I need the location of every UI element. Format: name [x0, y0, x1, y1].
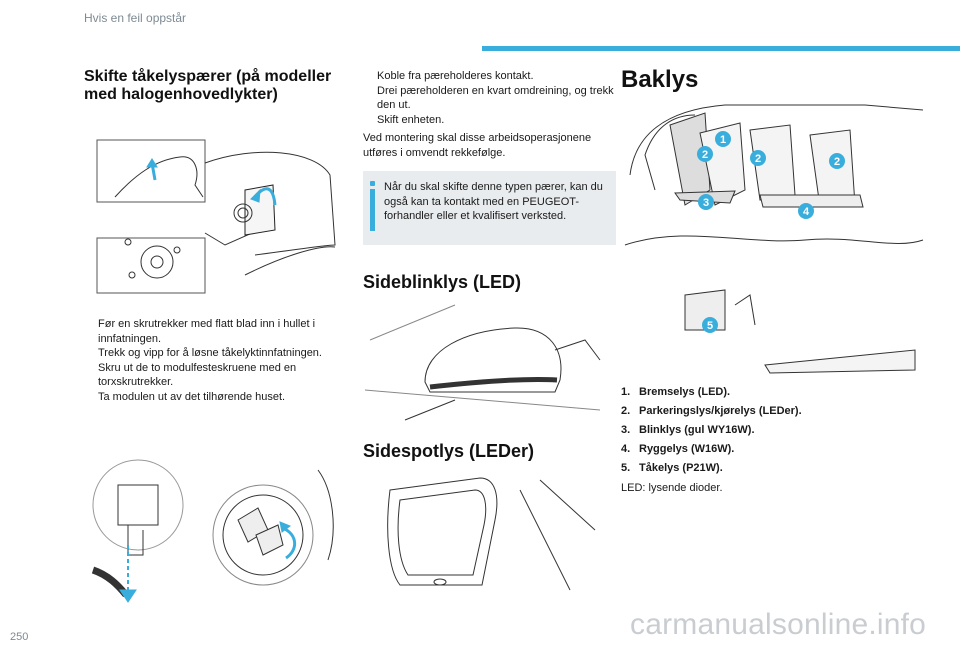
callout-3: 3: [703, 197, 709, 209]
callout-2c: 2: [834, 156, 840, 168]
fog-steps-list: Før en skrutrekker med flatt blad inn i …: [84, 317, 344, 404]
running-header: Hvis en feil oppstår: [84, 11, 187, 25]
rear-lights-title: Baklys: [621, 66, 699, 93]
rear-lights-legend: 1.Bremselys (LED). 2.Parkeringslys/kjøre…: [621, 383, 921, 478]
list-item: Trekk og vipp for å løsne tåkelyktinnfat…: [98, 347, 322, 359]
list-item: Skift enheten.: [377, 113, 445, 126]
list-item: Skru ut de to modulfesteskruene med en t…: [98, 361, 297, 389]
fog-section-title: Skifte tåkelyspærer (på modeller med hal…: [84, 68, 332, 103]
callout-markers: 1 2 2 2 3 4 5: [697, 131, 845, 333]
legend-item: 4.Ryggelys (W16W).: [621, 443, 735, 455]
watermark: carmanualsonline.info: [630, 608, 927, 641]
fog-module-illustration: [91, 459, 334, 603]
callout-2b: 2: [755, 153, 761, 165]
side-spot-title: Sidespotlys (LEDer): [363, 441, 535, 461]
list-item: Før en skrutrekker med flatt blad inn i …: [98, 318, 316, 345]
page-number: 250: [10, 631, 29, 643]
list-item: Ta modulen ut av det tilhørende huset.: [98, 390, 286, 403]
side-mirror-illustration: [364, 304, 601, 421]
list-item: Koble fra pæreholderes kontakt.: [377, 70, 534, 82]
info-icon: [370, 181, 375, 233]
callout-1: 1: [720, 134, 726, 146]
side-indicator-title: Sideblinklys (LED): [363, 272, 522, 292]
callout-5: 5: [707, 320, 713, 332]
info-note-text: Når du skal skifte denne typen pærer, ka…: [384, 181, 603, 222]
led-abbreviation-note: LED: lysende dioder.: [621, 482, 723, 494]
header-accent-bar: [482, 46, 960, 51]
bulb-steps-list: Koble fra pæreholderes kontakt. Drei pær…: [363, 69, 616, 127]
list-item: Drei pæreholderen en kvart omdreining, o…: [377, 84, 614, 112]
legend-item: 1.Bremselys (LED).: [621, 386, 731, 398]
reassembly-paragraph: Ved montering skal disse arbeidsoperasjo…: [363, 132, 592, 159]
callout-4: 4: [803, 206, 810, 218]
spotlight-mirror-illustration: [387, 477, 596, 591]
legend-item: 2.Parkeringslys/kjørelys (LEDer).: [621, 405, 802, 417]
fog-lamp-illustration-top: [96, 139, 336, 294]
rear-lights-illustration: 1 2 2 2 3 4 5: [624, 104, 924, 374]
legend-item: 3.Blinklys (gul WY16W).: [621, 424, 755, 436]
callout-2a: 2: [702, 149, 708, 161]
legend-item: 5.Tåkelys (P21W).: [621, 462, 723, 474]
info-note-box: Når du skal skifte denne typen pærer, ka…: [363, 171, 616, 245]
